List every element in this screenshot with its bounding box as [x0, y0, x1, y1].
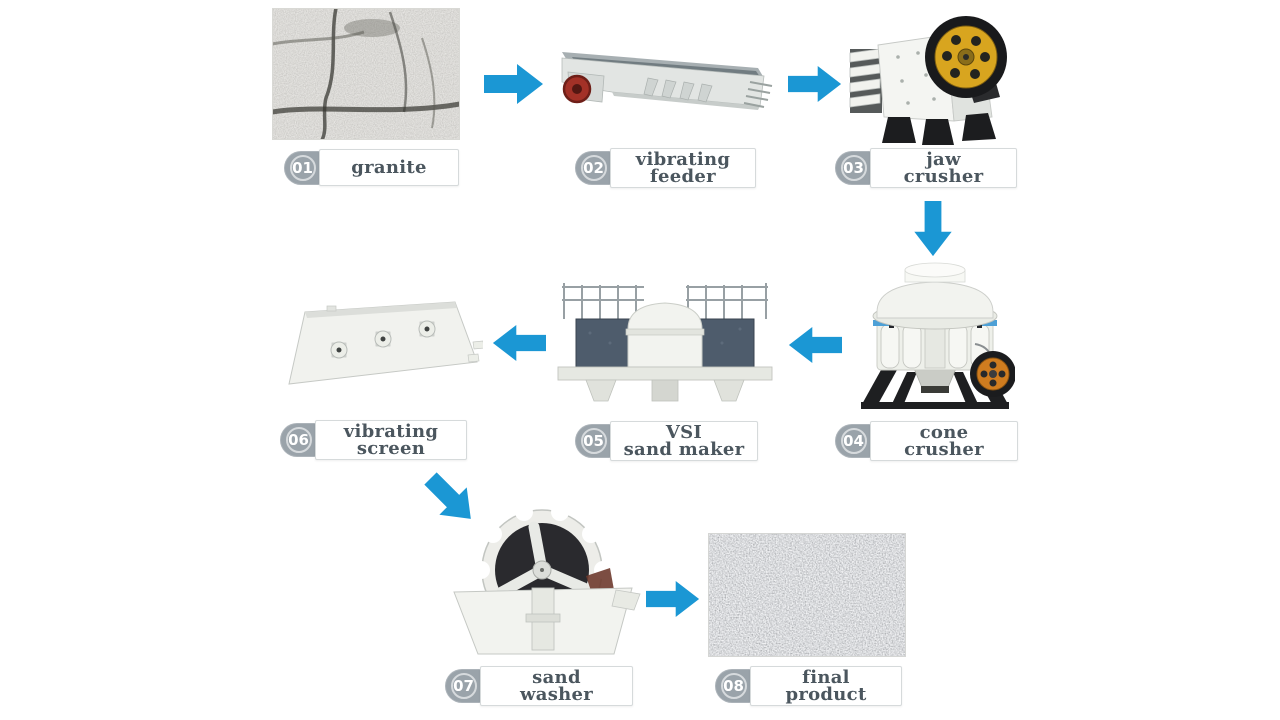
- step-label-box: jaw crusher: [870, 148, 1017, 188]
- step-label-box: sand washer: [480, 666, 633, 706]
- step-number-badge: 01: [284, 150, 321, 185]
- step-label-jaw-crusher: 03 jaw crusher: [835, 148, 1017, 188]
- step-number-badge: 02: [575, 151, 612, 185]
- step-number-badge: 04: [835, 424, 872, 458]
- step-label-box: final product: [750, 666, 902, 706]
- step-label-granite: 01 granite: [284, 149, 459, 186]
- step-number: 03: [840, 155, 867, 181]
- step-label-text: VSI: [665, 422, 703, 443]
- step-number: 06: [285, 427, 312, 453]
- step-label-text: sand maker: [623, 439, 745, 460]
- step-label-text: crusher: [903, 166, 984, 187]
- flow-arrow-left-icon: [492, 322, 546, 364]
- step-number: 08: [720, 673, 747, 699]
- flow-arrow-right-icon: [484, 62, 544, 106]
- flow-arrow-down-right-icon: [422, 470, 480, 528]
- step-label-cone-crusher: 04 cone crusher: [835, 421, 1018, 461]
- step-number-badge: 07: [445, 669, 482, 703]
- step-number-badge: 06: [280, 423, 317, 457]
- step-label-vsi-sand-maker: 05 VSI sand maker: [575, 421, 758, 461]
- step-label-text: granite: [351, 157, 427, 178]
- step-label-text: cone: [919, 422, 969, 443]
- step-label-box: vibrating screen: [315, 420, 467, 460]
- step-number: 04: [840, 428, 867, 454]
- final-product-photo: [708, 533, 906, 657]
- step-label-sand-washer: 07 sand washer: [445, 666, 633, 706]
- cone-crusher-illustration: [855, 254, 1015, 416]
- step-number: 01: [289, 154, 316, 181]
- step-label-box: granite: [319, 149, 459, 186]
- step-label-final-product: 08 final product: [715, 666, 902, 706]
- jaw-crusher-illustration: [842, 5, 1016, 147]
- vibrating-screen-illustration: [275, 292, 483, 406]
- step-label-text: vibrating: [635, 149, 731, 170]
- vsi-sand-maker-illustration: [552, 277, 778, 403]
- step-label-text: feeder: [650, 166, 716, 187]
- step-label-text: washer: [519, 684, 594, 705]
- vibrating-feeder-illustration: [552, 28, 776, 120]
- step-label-text: screen: [356, 438, 426, 459]
- step-number: 07: [450, 673, 477, 699]
- flow-arrow-left-icon: [788, 324, 842, 366]
- step-number-badge: 08: [715, 669, 752, 703]
- flow-arrow-right-icon: [646, 578, 700, 620]
- step-label-text: product: [785, 684, 867, 705]
- step-number: 02: [580, 155, 607, 181]
- step-label-box: cone crusher: [870, 421, 1018, 461]
- step-label-text: final: [802, 667, 850, 688]
- flow-arrow-right-icon: [788, 63, 842, 105]
- step-label-vibrating-feeder: 02 vibrating feeder: [575, 148, 756, 188]
- granite-photo: [272, 8, 460, 140]
- step-label-box: vibrating feeder: [610, 148, 756, 188]
- flow-arrow-down-icon: [905, 201, 961, 257]
- step-number-badge: 05: [575, 424, 612, 458]
- step-label-text: crusher: [904, 439, 984, 460]
- step-label-text: jaw: [926, 149, 961, 170]
- sand-washer-illustration: [436, 506, 648, 658]
- step-label-vibrating-screen: 06 vibrating screen: [280, 420, 467, 460]
- step-number: 05: [580, 428, 607, 454]
- step-label-text: sand: [532, 667, 581, 688]
- step-label-text: vibrating: [343, 421, 439, 442]
- step-label-box: VSI sand maker: [610, 421, 758, 461]
- step-number-badge: 03: [835, 151, 872, 185]
